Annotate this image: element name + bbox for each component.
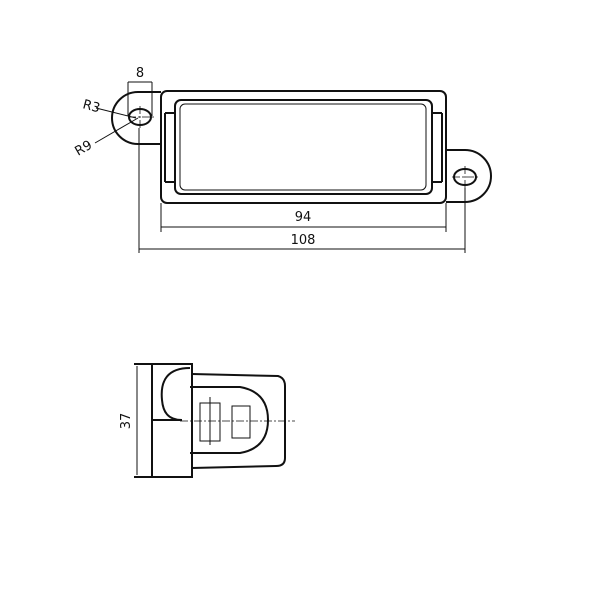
side-view: 37 xyxy=(119,363,295,478)
dim-hole-spacing: 108 xyxy=(291,233,316,248)
dim-lug-radius: R9 xyxy=(73,138,95,160)
housing-outline xyxy=(160,90,447,204)
dim-lug-width: 8 xyxy=(136,66,144,81)
dim-hole-radius: R3 xyxy=(81,97,102,116)
lens xyxy=(179,103,427,191)
right-mounting-lug xyxy=(446,149,492,203)
dim-body-length: 94 xyxy=(295,210,312,225)
left-mounting-lug xyxy=(111,91,161,145)
lens-frame xyxy=(174,99,433,195)
dim-height: 37 xyxy=(119,413,134,430)
top-view: 8 R3 R9 94 108 xyxy=(73,66,492,253)
